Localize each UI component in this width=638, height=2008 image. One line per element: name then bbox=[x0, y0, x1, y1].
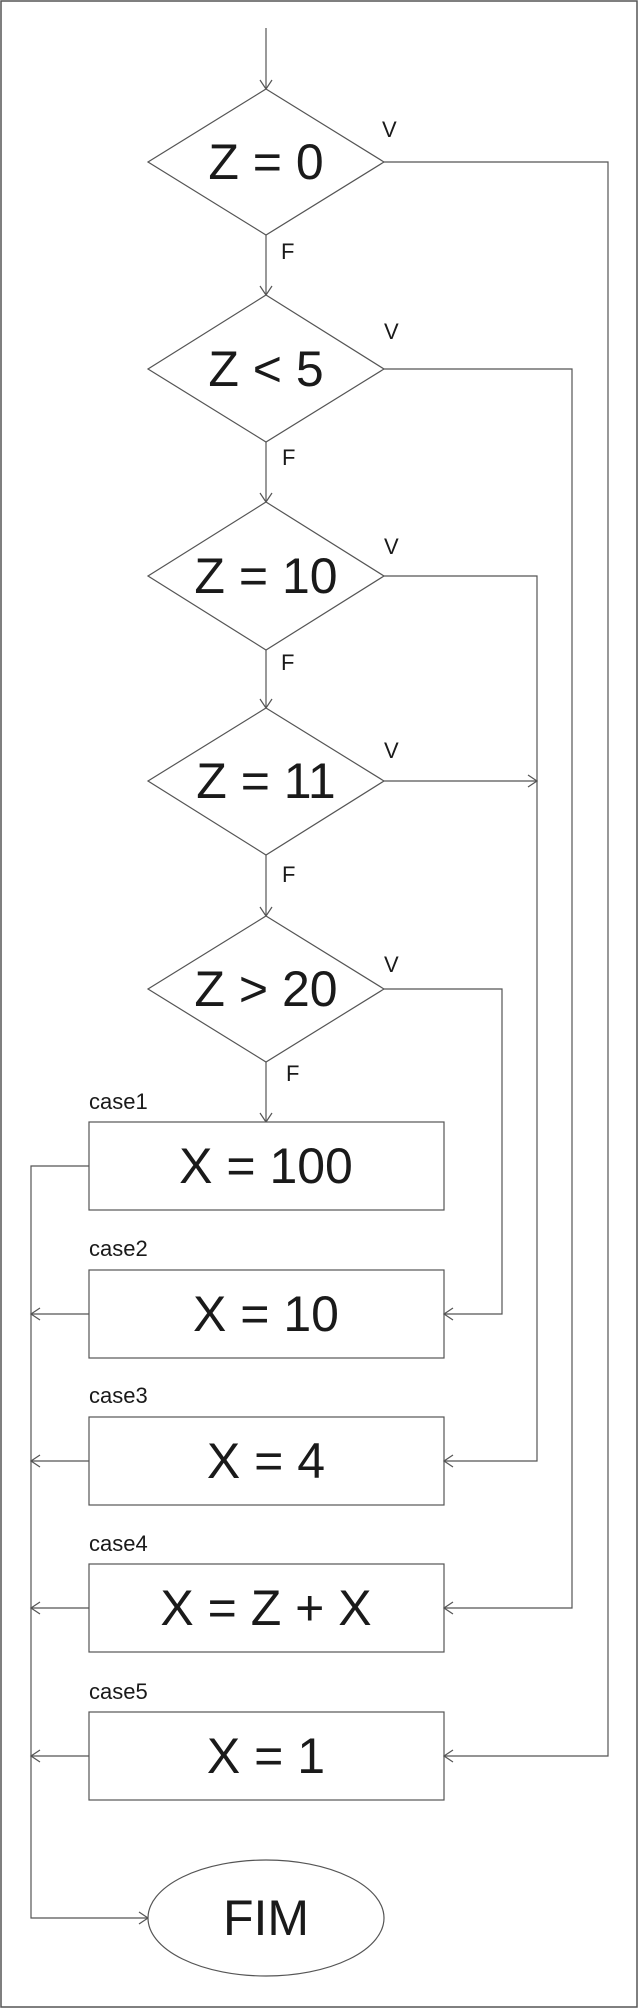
false-branch-label: F bbox=[281, 650, 294, 675]
false-branch-label: F bbox=[282, 862, 295, 887]
exit-arrowhead bbox=[29, 1307, 41, 1321]
case-box bbox=[88, 1416, 445, 1506]
true-arrowhead bbox=[442, 1601, 454, 1615]
exit-arrowhead bbox=[29, 1601, 41, 1615]
case-statement: X = 4 bbox=[207, 1433, 325, 1489]
exit-bus bbox=[30, 1165, 148, 1919]
true-arrowhead bbox=[527, 774, 539, 788]
true-connector-to-case3 bbox=[384, 575, 538, 1462]
terminal-label: FIM bbox=[223, 1890, 309, 1946]
case-label: case1 bbox=[89, 1089, 148, 1114]
case-box bbox=[88, 1711, 445, 1801]
case-label: case2 bbox=[89, 1236, 148, 1261]
case-statement: X = 100 bbox=[179, 1138, 353, 1194]
decision-condition: Z = 0 bbox=[208, 134, 323, 190]
exit-arrowhead bbox=[29, 1454, 41, 1468]
true-arrowhead bbox=[442, 1307, 454, 1321]
true-branch-label: V bbox=[384, 319, 399, 344]
true-connector-to-case4 bbox=[384, 368, 573, 1609]
false-branch-label: F bbox=[282, 445, 295, 470]
true-branch-label: V bbox=[384, 952, 399, 977]
true-connector-to-case2 bbox=[384, 988, 503, 1315]
case-box bbox=[88, 1121, 445, 1211]
case-statement: X = 1 bbox=[207, 1728, 325, 1784]
true-branch-label: V bbox=[384, 534, 399, 559]
terminal-ellipse bbox=[147, 1859, 385, 1977]
decision-condition: Z = 11 bbox=[196, 753, 335, 809]
case-box bbox=[88, 1269, 445, 1359]
false-branch-label: F bbox=[281, 239, 294, 264]
decision-condition: Z > 20 bbox=[194, 961, 337, 1017]
case-statement: X = Z + X bbox=[160, 1580, 371, 1636]
exit-arrowhead bbox=[29, 1749, 41, 1763]
true-arrowhead bbox=[442, 1749, 454, 1763]
true-branch-label: V bbox=[384, 738, 399, 763]
case-label: case4 bbox=[89, 1531, 148, 1556]
true-connector-to-case5 bbox=[384, 161, 609, 1757]
case-label: case3 bbox=[89, 1383, 148, 1408]
case-statement: X = 10 bbox=[193, 1286, 339, 1342]
true-arrowhead bbox=[442, 1454, 454, 1468]
true-branch-label: V bbox=[382, 117, 397, 142]
false-branch-label: F bbox=[286, 1061, 299, 1086]
decision-condition: Z = 10 bbox=[194, 548, 337, 604]
decision-condition: Z < 5 bbox=[208, 341, 323, 397]
case-box bbox=[88, 1563, 445, 1653]
case-label: case5 bbox=[89, 1679, 148, 1704]
